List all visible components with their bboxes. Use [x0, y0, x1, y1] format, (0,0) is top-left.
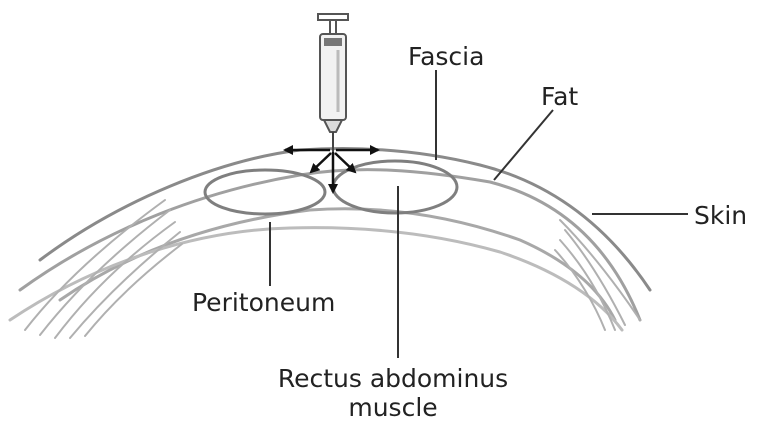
- label-rectus-line1: Rectus abdominus: [278, 365, 508, 394]
- label-rectus-abdominus-muscle: Rectus abdominus muscle: [278, 365, 508, 423]
- label-peritoneum: Peritoneum: [192, 290, 335, 315]
- label-rectus-line2: muscle: [278, 394, 508, 423]
- label-fascia: Fascia: [408, 44, 484, 69]
- syringe-icon: [318, 14, 348, 152]
- fat-leader: [494, 110, 553, 180]
- label-skin: Skin: [694, 203, 747, 228]
- arrow-down-left: [311, 153, 331, 172]
- right-fibers: [555, 220, 640, 330]
- label-fat: Fat: [541, 84, 578, 109]
